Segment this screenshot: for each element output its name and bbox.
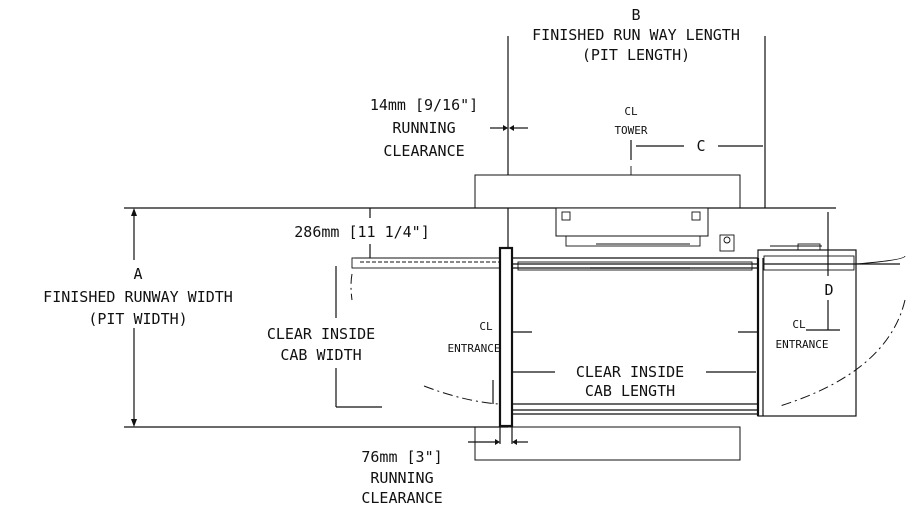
dimension-c-letter: C [696,137,705,155]
left-gate-swing-arc [423,385,501,405]
dimension-a-letter: A [133,265,142,283]
drive-unit [555,207,709,247]
right-entrance-label: ENTRANCE [776,338,829,351]
bottom-running-clearance-label2: CLEARANCE [361,489,442,507]
bottom-running-clearance-label1: RUNNING [370,469,433,487]
cil-label-line2: CAB LENGTH [585,382,675,400]
right-entrance-centerline: CL ENTRANCE [738,318,828,351]
ciw-label-line1: CLEAR INSIDE [267,325,375,343]
cab-top-rail [517,261,753,271]
dimension-a-label-line1: FINISHED RUNWAY WIDTH [43,288,233,306]
ciw-label-line2: CAB WIDTH [280,346,361,364]
dimension-d-group: D [806,212,840,331]
cil-label-line1: CLEAR INSIDE [576,363,684,381]
dim-286-label: 286mm [11 1/4"] [294,223,429,241]
dimension-b-letter: B [631,6,640,24]
clear-inside-cab-width-group: CLEAR INSIDE CAB WIDTH [267,266,382,408]
clear-inside-cab-length-group: CLEAR INSIDE CAB LENGTH [512,363,756,400]
dimension-b-group: B FINISHED RUN WAY LENGTH (PIT LENGTH) [507,6,766,248]
top-running-clearance-label2: CLEARANCE [383,142,464,160]
top-running-clearance-group: 14mm [9/16"] RUNNING CLEARANCE [370,96,528,160]
dimension-b-label-line1: FINISHED RUN WAY LENGTH [532,26,740,44]
drive-base [565,235,701,247]
left-entrance-cl-mark: CL [479,320,493,333]
cab-left-wall [498,246,514,428]
dimension-b-label-line2: (PIT LENGTH) [582,46,690,64]
tower-label: TOWER [614,124,647,137]
drive-bolt-left [561,211,571,221]
bottom-running-clearance-dim: 76mm [3"] [361,448,442,466]
gate-swing-arc [779,299,906,407]
right-gate [719,234,906,417]
gate-enclosure [757,249,857,417]
right-entrance-cl-mark: CL [792,318,806,331]
left-entrance-label: ENTRANCE [448,342,501,355]
left-entrance-centerline: CL ENTRANCE [448,320,532,355]
drive-bolt-right [691,211,701,221]
bottom-running-clearance-group: 76mm [3"] RUNNING CLEARANCE [361,426,528,507]
dimension-d-letter: D [824,281,833,299]
dimension-a-label-line2: (PIT WIDTH) [88,310,187,328]
gate-rail [763,255,855,271]
top-wall-box [474,174,741,209]
gate-lock [719,234,735,252]
left-platform-rail [351,257,501,269]
dimension-a-group: A FINISHED RUNWAY WIDTH (PIT WIDTH) [43,207,836,428]
bottom-wall-box [474,426,741,461]
top-running-clearance-dim: 14mm [9/16"] [370,96,478,114]
dim-286-group: 286mm [11 1/4"] [294,208,500,259]
top-running-clearance-label1: RUNNING [392,119,455,137]
left-gate [350,257,501,405]
drive-housing [555,207,709,237]
tower-centerline-mark: CL [624,105,638,118]
